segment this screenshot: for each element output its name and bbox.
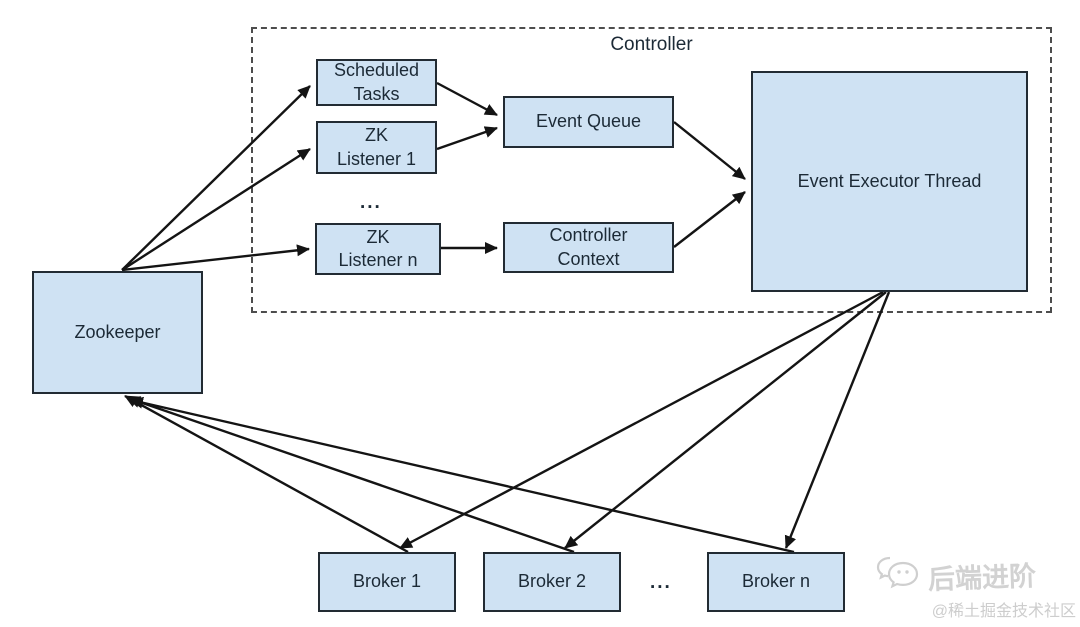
arrow-zookeeper-to-zk-listener-1: [121, 147, 311, 272]
node-scheduled-tasks: Scheduled Tasks: [316, 59, 437, 106]
arrow-controller-context-to-event-executor: [673, 191, 746, 248]
arrow-scheduled-tasks-to-event-queue: [436, 81, 498, 117]
arrow-zookeeper-to-scheduled-tasks: [121, 85, 311, 271]
node-event-queue-label: Event Queue: [535, 111, 642, 132]
arrow-zk-listener-1-to-event-queue: [436, 126, 498, 151]
listeners-ellipsis: ...: [360, 192, 382, 213]
node-broker-n: Broker n: [707, 552, 845, 612]
node-broker-2: Broker 2: [483, 552, 621, 612]
node-broker-1: Broker 1: [318, 552, 456, 612]
arrow-event-executor-to-broker-1: [399, 290, 884, 550]
controller-group-border: [251, 27, 1052, 313]
brokers-ellipsis: ...: [650, 572, 672, 593]
watermark-subtitle: @稀土掘金技术社区: [931, 603, 1076, 620]
arrow-broker-n-to-zookeeper: [130, 396, 795, 554]
node-event-executor-thread-label: Event Executor Thread: [797, 170, 982, 191]
node-zk-listener-n: ZK Listener n: [315, 223, 441, 275]
node-zk-listener-1: ZK Listener 1: [316, 121, 437, 174]
arrow-event-queue-to-event-executor: [673, 121, 746, 180]
node-broker-n-label: Broker n: [741, 571, 811, 592]
node-controller-context: Controller Context: [503, 222, 674, 273]
arrow-event-executor-to-broker-n: [784, 291, 891, 549]
arrow-event-executor-to-broker-2: [564, 291, 887, 549]
watermark-title: 后端进阶: [927, 561, 1037, 595]
node-broker-1-label: Broker 1: [352, 571, 422, 592]
node-event-executor-thread: Event Executor Thread: [751, 71, 1028, 292]
controller-group-label: Controller: [610, 34, 693, 55]
arrow-broker-2-to-zookeeper: [127, 396, 575, 554]
node-controller-context-label: Controller Context: [549, 225, 628, 269]
node-zk-listener-n-label: ZK Listener n: [338, 226, 418, 270]
node-zookeeper-label: Zookeeper: [74, 321, 161, 342]
chat-bubbles-icon: [876, 555, 922, 596]
watermark: 后端进阶 @稀土掘金技术社区: [876, 555, 1076, 621]
node-broker-2-label: Broker 2: [517, 571, 587, 592]
node-zk-listener-1-label: ZK Listener 1: [336, 125, 417, 169]
node-event-queue: Event Queue: [503, 96, 674, 148]
arrow-zookeeper-to-zk-listener-n: [121, 244, 310, 272]
node-scheduled-tasks-label: Scheduled Tasks: [333, 60, 420, 104]
node-zookeeper: Zookeeper: [32, 271, 203, 394]
arrow-broker-1-to-zookeeper: [124, 394, 409, 554]
